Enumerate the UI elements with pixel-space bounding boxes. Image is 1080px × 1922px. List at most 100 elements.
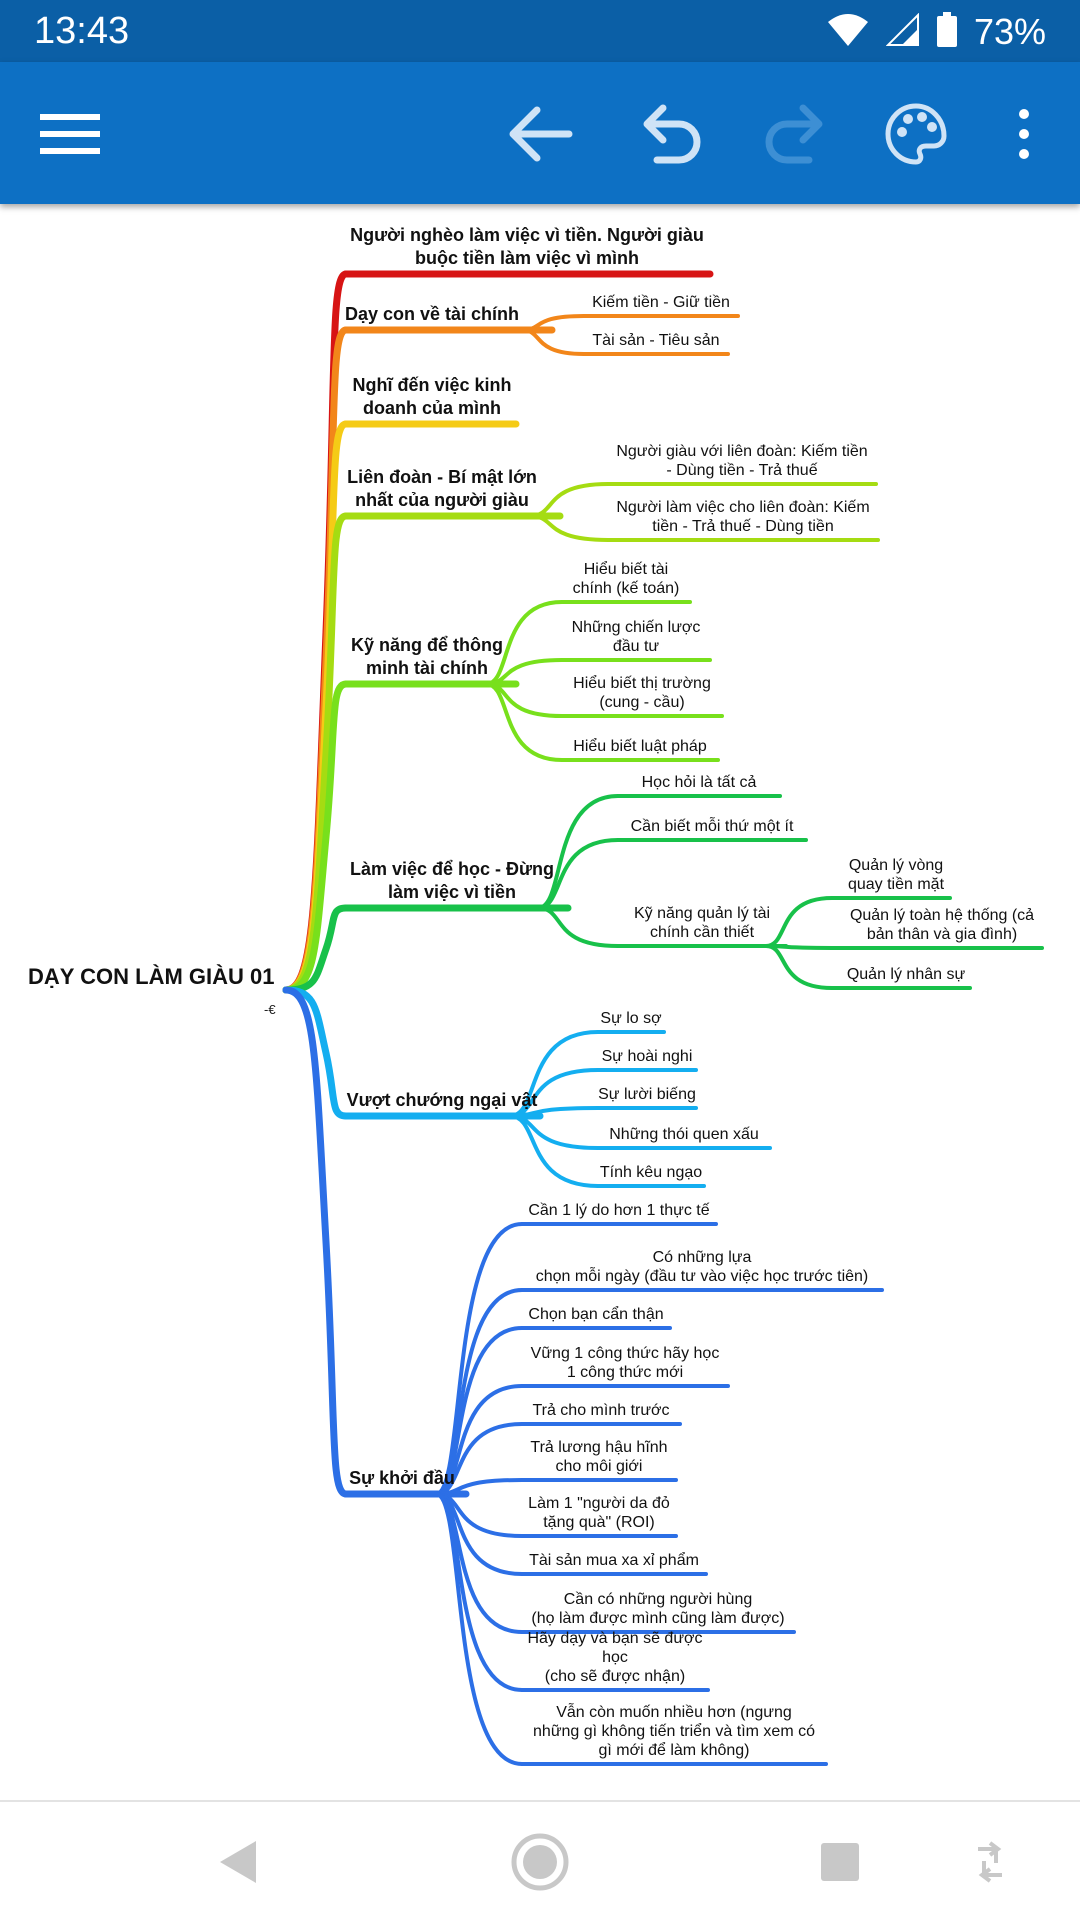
connector-line (434, 1422, 524, 1496)
connector-line (282, 680, 350, 994)
node-text-line: tiền - Trả thuế - Dùng tiền (652, 518, 834, 535)
node-text-line: Cần có những người hùng (563, 1591, 753, 1608)
child-node[interactable]: Cần có những người hùng(họ làm được mình… (522, 1590, 794, 1628)
node-label: Cần biết mỗi thứ một ít (631, 817, 794, 836)
node-text-line: Nghĩ đến việc kinh (352, 375, 512, 395)
node-label: Cần 1 lý do hơn 1 thực tế (528, 1201, 709, 1220)
child-node[interactable]: Kiếm tiền - Giữ tiền (584, 293, 738, 312)
node-label: Tài sản - Tiêu sản (592, 331, 719, 350)
wifi-icon (826, 12, 870, 53)
mindmap-canvas[interactable]: DẠY CON LÀM GIÀU 01-€Người nghèo làm việ… (0, 204, 1080, 1800)
node-text-line: Sự lo sợ (600, 1010, 662, 1027)
branch-node[interactable]: Kỹ năng để thông minh tài chính (332, 634, 522, 680)
child-node[interactable]: Kỹ năng quản lý tài chính cần thiết (618, 904, 786, 942)
child-node[interactable]: Người làm việc cho liên đoàn: Kiếm tiền -… (608, 498, 878, 536)
menu-button[interactable] (30, 94, 110, 174)
root-node[interactable]: DẠY CON LÀM GIÀU 01 (28, 960, 288, 990)
node-text-line: Quản lý toàn hệ thống (cả (849, 907, 1035, 924)
node-label: Người nghèo làm việc vì tiền. Người giàu… (350, 224, 704, 270)
battery-percent: 73% (973, 11, 1046, 52)
child-node[interactable]: Sự lười biếng (598, 1085, 696, 1104)
child-node[interactable]: Trả cho mình trước (522, 1401, 680, 1420)
node-label: Những thói quen xấu (609, 1125, 758, 1144)
node-text-line: Sự khởi đầu (349, 1468, 455, 1488)
node-label: Sự khởi đầu (349, 1467, 455, 1490)
node-text-line: Vững 1 công thức hãy học (530, 1345, 720, 1362)
node-text-line: Người làm việc cho liên đoàn: Kiếm (616, 499, 870, 516)
child-node[interactable]: Hiểu biết thị trường(cung - cầu) (562, 674, 722, 712)
child-node[interactable]: Những thói quen xấu (598, 1125, 770, 1144)
status-bar: 13:43 73% (0, 0, 1080, 62)
child-node[interactable]: Cần 1 lý do hơn 1 thực tế (522, 1201, 716, 1220)
rotate-button[interactable] (950, 1822, 1030, 1902)
node-label: Hiểu biết thị trường(cung - cầu) (573, 674, 711, 712)
child-node[interactable]: Người giàu với liên đoàn: Kiếm tiền- Dùn… (608, 442, 876, 480)
child-node[interactable]: Sự lo sợ (598, 1009, 664, 1028)
child-node[interactable]: Sự hoài nghi (598, 1047, 696, 1066)
connector-line (536, 838, 620, 910)
node-text-line: chọn mỗi ngày (đầu tư vào việc học trước… (535, 1268, 869, 1285)
node-text-line: Kỹ năng để thông (351, 635, 503, 655)
child-node[interactable]: Tài sản - Tiêu sản (584, 331, 728, 350)
grandchild-node[interactable]: Quản lý vòng quay tiền mặt (842, 856, 950, 894)
node-text-line: - Dùng tiền - Trả thuế (666, 462, 818, 479)
node-label: Kỹ năng để thông minh tài chính (351, 634, 503, 680)
node-label: Kiếm tiền - Giữ tiền (592, 293, 730, 312)
back-button[interactable] (500, 94, 580, 174)
branch-node[interactable]: Nghĩ đến việc kinh doanh của mình (332, 374, 532, 420)
node-text-line: doanh của mình (362, 398, 501, 418)
node-text-line: Cần 1 lý do hơn 1 thực tế (528, 1202, 710, 1219)
undo-button[interactable] (632, 94, 712, 174)
child-node[interactable]: Chọn bạn cẩn thận (522, 1305, 670, 1324)
connector-line (520, 328, 586, 356)
node-text-line: Hiểu biết thị trường (573, 675, 711, 692)
child-node[interactable]: Tài sản mua xa xỉ phẩm (522, 1551, 706, 1570)
nav-home-icon (511, 1833, 569, 1891)
node-text-line: minh tài chính (365, 658, 488, 678)
branch-node[interactable]: Dạy con về tài chính (332, 303, 532, 326)
node-text-line: Hiểu biết tài (583, 561, 669, 578)
node-text-line: Học hỏi là tất cả (641, 774, 757, 791)
more-vert-icon (1019, 109, 1029, 159)
child-node[interactable]: Cần biết mỗi thứ một ít (618, 817, 806, 836)
branch-node[interactable]: Vượt chướng ngại vật (332, 1089, 552, 1112)
child-node[interactable]: Vững 1 công thức hãy học 1 công thức mới (522, 1344, 728, 1382)
grandchild-node[interactable]: Quản lý nhân sự (842, 965, 970, 984)
child-node[interactable]: Hiểu biết luật pháp (562, 737, 718, 756)
node-text-line: chính cần thiết (649, 924, 755, 941)
nav-home-button[interactable] (500, 1822, 580, 1902)
branch-node[interactable]: Sự khởi đầu (332, 1467, 472, 1490)
child-node[interactable]: Tính kêu ngạo (598, 1163, 704, 1182)
connector-line (434, 1492, 524, 1766)
nav-recents-button[interactable] (800, 1822, 880, 1902)
child-node[interactable]: Hãy dạy và bạn sẽ được học(cho sẽ được n… (522, 1630, 708, 1686)
redo-button[interactable] (754, 94, 834, 174)
node-text-line: cho môi giới (555, 1458, 643, 1475)
node-text-line: gì mới để làm không) (598, 1742, 750, 1759)
node-text-line: quay tiền mặt (847, 876, 945, 893)
node-label: Quản lý nhân sự (847, 965, 965, 984)
node-text-line: Kỹ năng quản lý tài (633, 905, 771, 922)
node-label: Kỹ năng quản lý tài chính cần thiết (634, 904, 770, 942)
more-options-button[interactable] (984, 94, 1064, 174)
branch-node[interactable]: Người nghèo làm việc vì tiền. Người giàu… (332, 224, 722, 270)
node-text-line: Quản lý vòng (848, 857, 944, 874)
node-text-line: 1 công thức mới (566, 1364, 684, 1381)
nav-back-button[interactable] (198, 1822, 278, 1902)
node-text-line: Những chiến lược (571, 619, 701, 636)
connector-line (484, 682, 564, 762)
child-node[interactable]: Học hỏi là tất cả (618, 773, 780, 792)
palette-button[interactable] (876, 94, 956, 174)
